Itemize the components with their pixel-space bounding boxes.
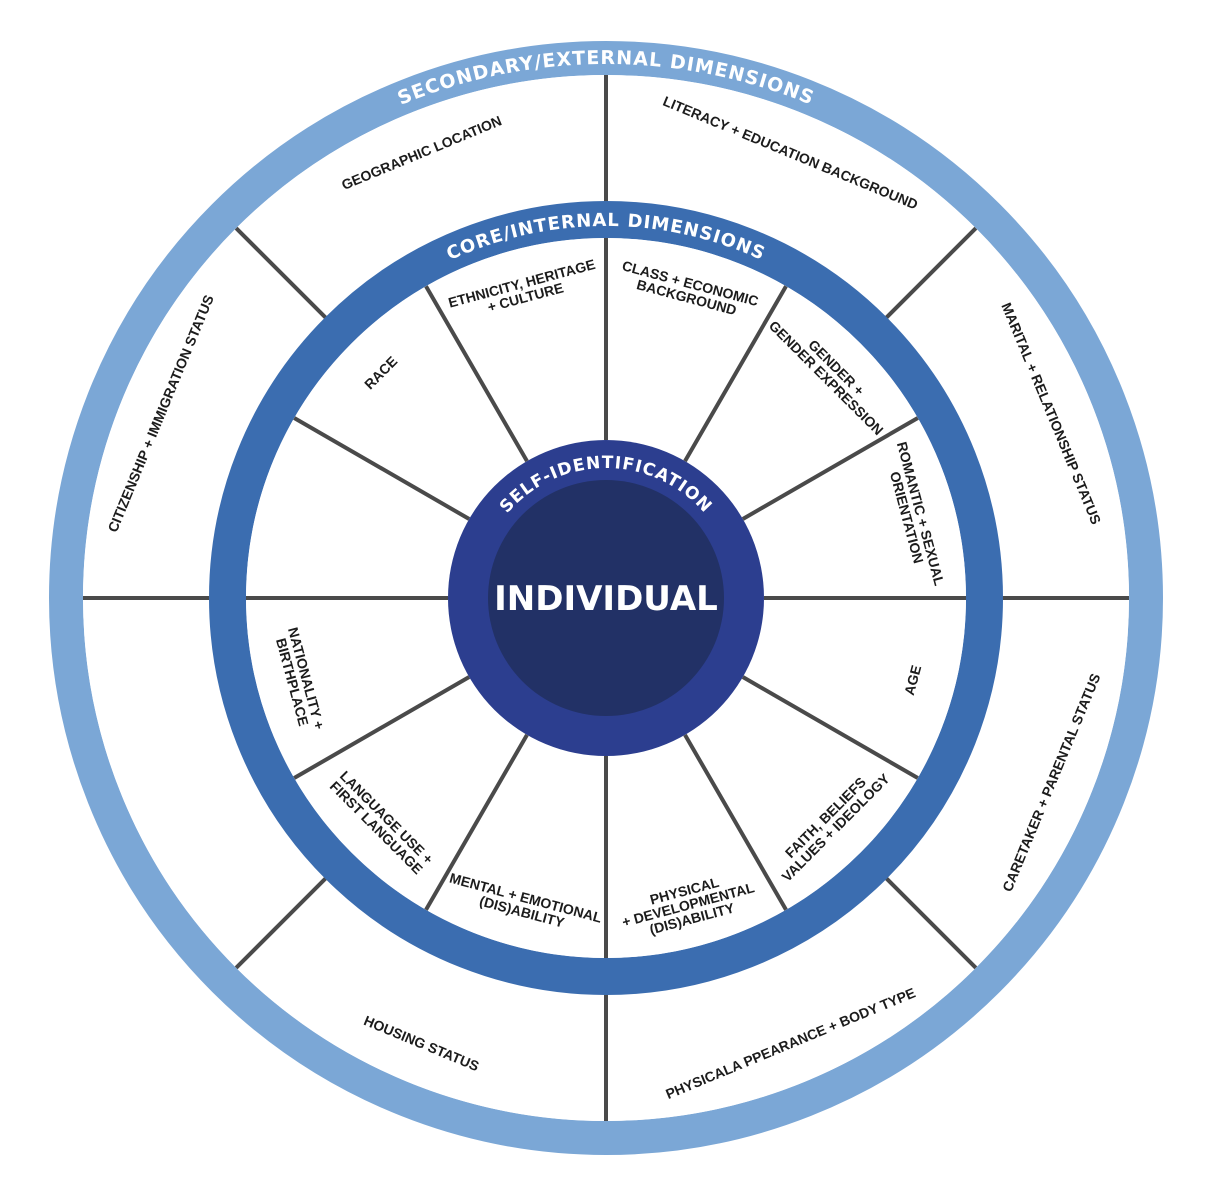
- core-divider: [424, 285, 529, 463]
- secondary-divider: [883, 226, 978, 321]
- core-divider: [424, 733, 529, 911]
- secondary-divider: [234, 875, 329, 970]
- core-divider: [683, 285, 788, 463]
- core-divider: [741, 675, 919, 780]
- core-dimension-label: AGE: [901, 663, 924, 696]
- secondary-ring: [49, 41, 1163, 1155]
- individual-center: [488, 480, 724, 716]
- core-ring: [209, 201, 1003, 995]
- core-divider: [293, 416, 471, 521]
- secondary-divider: [883, 875, 978, 970]
- core-divider: [683, 733, 788, 911]
- center-label: INDIVIDUAL: [494, 579, 718, 619]
- core-divider: [293, 675, 471, 780]
- secondary-divider: [234, 226, 329, 321]
- core-divider: [741, 416, 919, 521]
- core-dimension-label-line: AGE: [901, 663, 924, 696]
